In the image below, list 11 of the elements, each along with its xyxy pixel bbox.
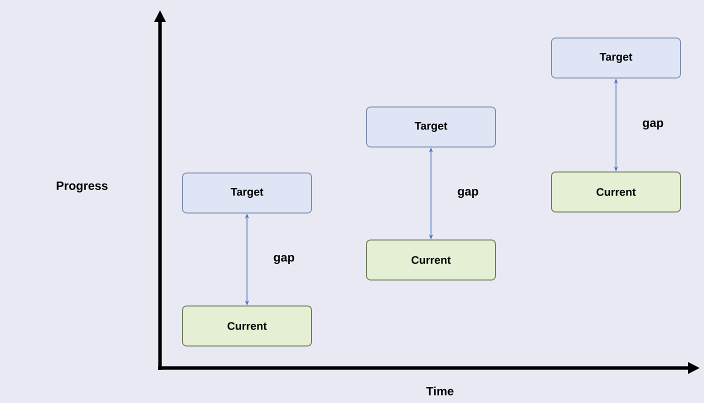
target-box: Target [182,172,312,214]
edge-label: gap [458,188,478,198]
current-box: Current [182,306,312,346]
target-box: Target [551,38,681,78]
current-box: Current [551,172,681,212]
current-box: Current [366,240,496,280]
edge-label: gap [642,120,664,130]
axis-label: Time [426,386,454,396]
axis-label: Progress [56,182,108,192]
target-box: Target [366,106,496,148]
edge-label: gap [274,254,294,264]
